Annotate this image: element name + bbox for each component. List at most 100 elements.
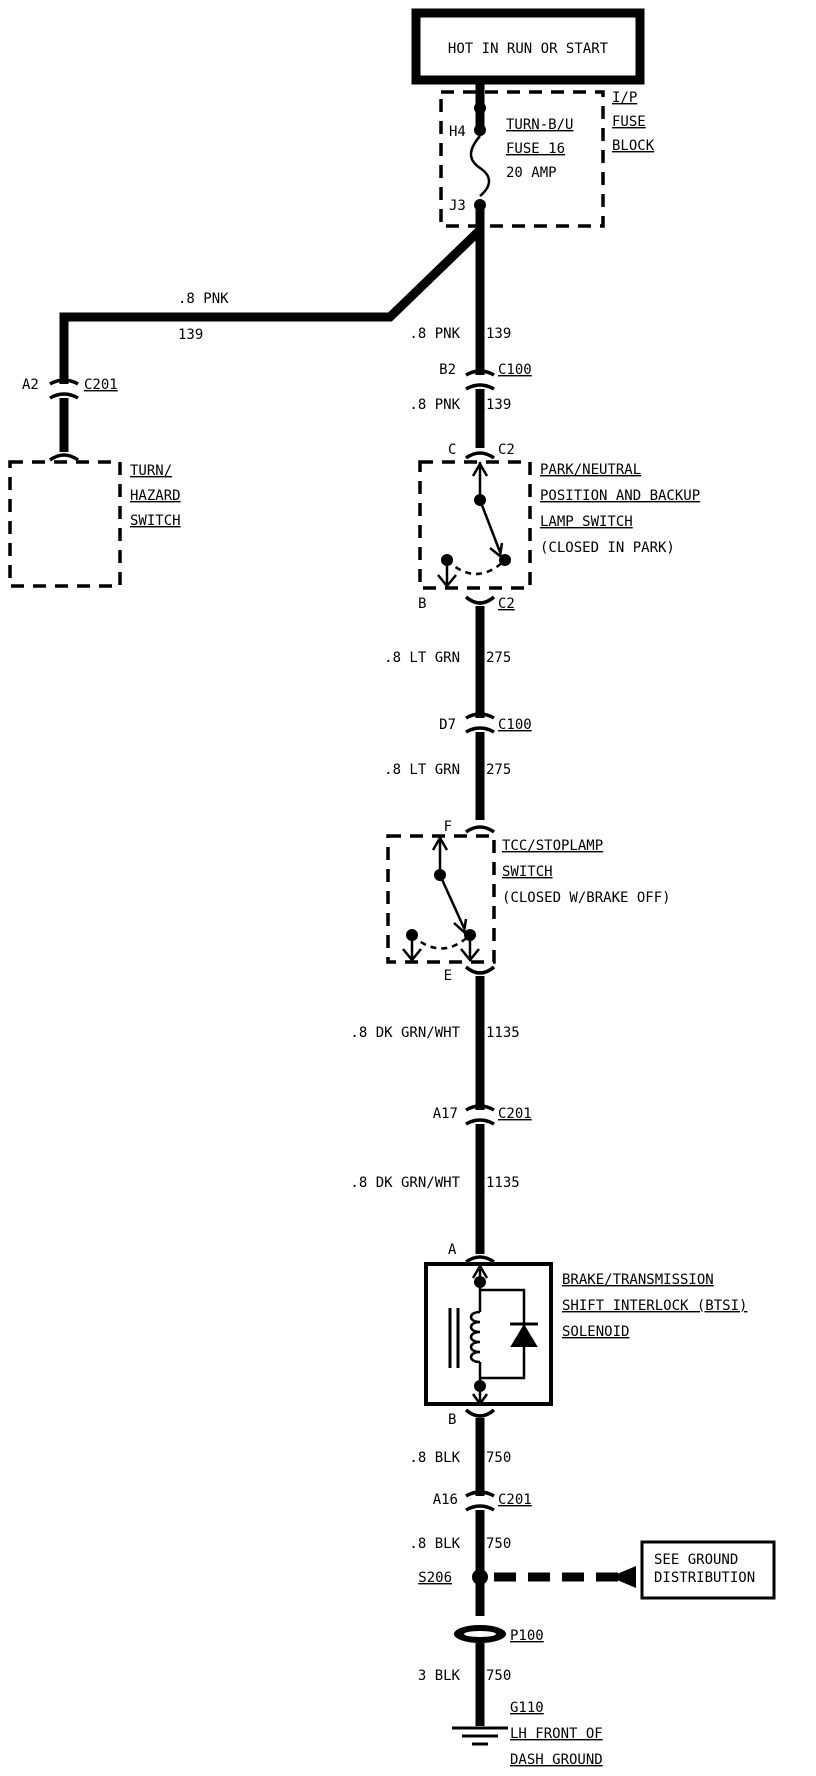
tcc-out-arrow-left	[402, 948, 422, 962]
main-wire-8-circuit: 750	[486, 1536, 511, 1552]
park-neutral-contact-bridge	[446, 559, 506, 576]
connector-c100-a-upper	[465, 369, 495, 377]
park-neutral-switch-box	[418, 460, 532, 590]
main-wire-9-size-color: 3 BLK	[418, 1668, 461, 1684]
ground-distribution-arrow	[610, 1566, 636, 1588]
park-neutral-pin-in: C	[448, 442, 456, 458]
power-source-label: HOT IN RUN OR START	[448, 41, 609, 57]
connector-c100-b-lower	[465, 726, 495, 734]
connector-c201-b-lower	[465, 1504, 495, 1512]
solenoid-label-3: SOLENOID	[562, 1324, 629, 1340]
main-wire-7-circuit: 750	[486, 1450, 511, 1466]
connector-c100-a-lower	[465, 383, 495, 391]
tcc-label-2: SWITCH	[502, 864, 553, 880]
tcc-label-1: TCC/STOPLAMP	[502, 838, 603, 854]
pass-through-p100-icon-inner	[464, 1631, 496, 1637]
ground-name: G110	[510, 1700, 544, 1716]
solenoid-pin-out: B	[448, 1412, 456, 1428]
c100-a-pin: B2	[439, 362, 456, 378]
main-wire-6-circuit: 1135	[486, 1175, 520, 1191]
tcc-out-arrow-right	[460, 948, 480, 962]
fuse-terminal-top-node	[474, 124, 486, 136]
main-wire-3-size-color: .8 LT GRN	[384, 650, 460, 666]
tcc-contact-arm	[438, 874, 466, 929]
c201-a-name: C201	[498, 1106, 532, 1122]
main-wire-5-size-color: .8 DK GRN/WHT	[350, 1025, 460, 1041]
park-neutral-connector-out: C2	[498, 596, 515, 612]
splice-name: S206	[418, 1570, 452, 1586]
c201-b-name: C201	[498, 1492, 532, 1508]
c201-b-pin: A16	[433, 1492, 458, 1508]
fuse-terminal-h4	[474, 102, 486, 114]
main-wire-5-circuit: 1135	[486, 1025, 520, 1041]
park-neutral-contact-arrow	[489, 542, 504, 559]
solenoid-terminal-out	[464, 1408, 496, 1418]
left-branch-wire-size-color: .8 PNK	[178, 291, 229, 307]
park-neutral-pin-out: B	[418, 596, 426, 612]
park-neutral-label-3: LAMP SWITCH	[540, 514, 633, 530]
connector-c201-a-upper	[465, 1104, 495, 1112]
pass-through-name: P100	[510, 1628, 544, 1644]
solenoid-pin-in: A	[448, 1242, 457, 1258]
left-connector-name: C201	[84, 377, 118, 393]
main-wire-9-circuit: 750	[486, 1668, 511, 1684]
park-neutral-contact-closed	[499, 554, 511, 566]
solenoid-bottom-node	[474, 1380, 486, 1392]
fuse-block-label-3: BLOCK	[612, 138, 655, 154]
ground-distribution-ref-1: SEE GROUND	[654, 1552, 738, 1568]
main-wire-1-circuit: 139	[486, 326, 511, 342]
main-wire-2-size-color: .8 PNK	[409, 397, 460, 413]
connector-c201-b-upper	[465, 1490, 495, 1498]
connector-c100-b-upper	[465, 712, 495, 720]
solenoid-coil-icon	[469, 1310, 481, 1364]
park-neutral-arrow-head	[471, 461, 489, 477]
connector-c201-left-upper	[49, 378, 79, 386]
ground-distribution-ref-box	[640, 1540, 776, 1600]
fuse-block-label-1: I/P	[612, 90, 637, 106]
park-neutral-label-1: PARK/NEUTRAL	[540, 462, 641, 478]
diode-icon	[510, 1324, 538, 1347]
solenoid-terminal-in	[464, 1255, 496, 1264]
park-neutral-terminal-out	[464, 595, 496, 605]
main-wire-6-size-color: .8 DK GRN/WHT	[350, 1175, 460, 1191]
park-neutral-out-arrow	[437, 574, 457, 588]
c100-a-name: C100	[498, 362, 532, 378]
solenoid-label-1: BRAKE/TRANSMISSION	[562, 1272, 714, 1288]
fuse-block-label-2: FUSE	[612, 114, 646, 130]
main-wire-4-circuit: 275	[486, 762, 511, 778]
fuse-rating-label: 20 AMP	[506, 165, 557, 181]
tcc-contact-closed	[464, 929, 476, 941]
connector-c201-left-lower	[49, 392, 79, 400]
tcc-contact-bridge	[411, 934, 471, 950]
main-wire-4-size-color: .8 LT GRN	[384, 762, 460, 778]
tcc-arrow-head	[431, 835, 449, 851]
c201-a-pin: A17	[433, 1106, 458, 1122]
turn-hazard-label-3: SWITCH	[130, 513, 181, 529]
turn-hazard-terminal	[48, 453, 80, 462]
splice-s206-node	[472, 1569, 488, 1585]
c100-b-pin: D7	[439, 717, 456, 733]
solenoid-box	[424, 1262, 553, 1406]
left-branch-circuit: 139	[178, 327, 203, 343]
tcc-terminal-in	[464, 825, 496, 834]
ground-distribution-ref-2: DISTRIBUTION	[654, 1570, 755, 1586]
turn-hazard-switch-box	[8, 460, 122, 588]
park-neutral-label-4: (CLOSED IN PARK)	[540, 540, 675, 556]
connector-c201-a-lower	[465, 1118, 495, 1126]
solenoid-out-arrow	[471, 1393, 489, 1407]
tcc-terminal-out	[464, 965, 496, 975]
left-branch-wire	[59, 226, 484, 384]
park-neutral-connector-in: C2	[498, 442, 515, 458]
turn-hazard-label-2: HAZARD	[130, 488, 181, 504]
tcc-pin-in: F	[444, 819, 452, 835]
ground-label-1: LH FRONT OF	[510, 1726, 603, 1742]
fuse-element-icon	[469, 135, 491, 197]
park-neutral-terminal-in	[464, 451, 496, 460]
main-wire-1-size-color: .8 PNK	[409, 326, 460, 342]
c100-b-name: C100	[498, 717, 532, 733]
tcc-contact-arrow	[453, 918, 468, 935]
main-wire-3-circuit: 275	[486, 650, 511, 666]
fuse-number-label: FUSE 16	[506, 141, 565, 157]
park-neutral-label-2: POSITION AND BACKUP	[540, 488, 700, 504]
